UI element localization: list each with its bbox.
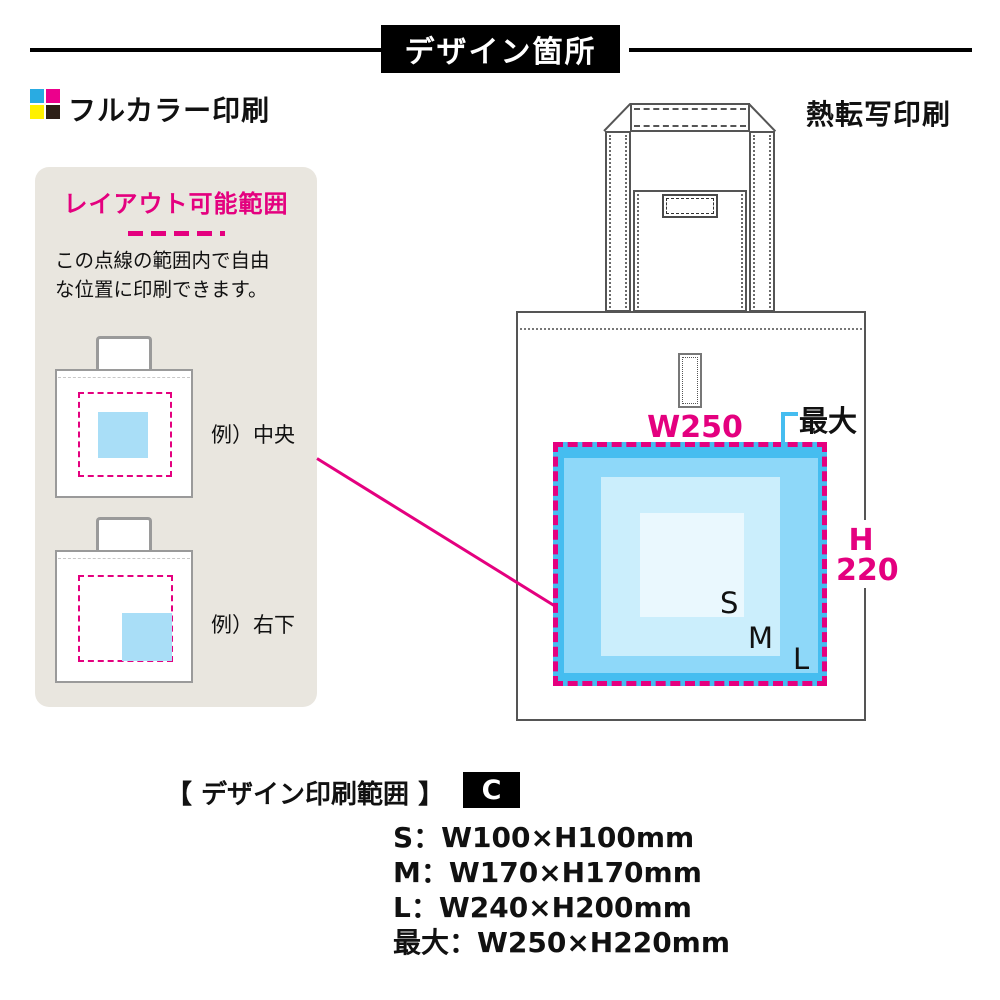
example-center-label: 例）中央: [211, 423, 295, 447]
size-l-label: L: [793, 642, 810, 676]
black-swatch-icon: [46, 105, 60, 119]
header-rule-left: [30, 48, 384, 52]
max-callout-line-vertical: [781, 412, 785, 448]
example-bag-center-hem-stitch: [58, 377, 190, 378]
example-bag-bottomright-print-area: [122, 613, 172, 661]
height-label-backing: [841, 520, 889, 588]
print-range-caption: 【 デザイン印刷範囲 】: [166, 780, 445, 810]
height-dimension-label-h: H: [848, 523, 874, 558]
example-bag-center-handle: [96, 336, 152, 370]
size-spec-l: L：W240×H200mm: [393, 891, 692, 924]
full-color-print-title: フルカラー印刷: [68, 94, 271, 127]
size-spec-s: S：W100×H100mm: [393, 821, 695, 854]
example-bag-bottomright-hem-stitch: [58, 558, 190, 559]
cmyk-color-icon: [30, 89, 60, 119]
print-zone-s-area: [640, 513, 744, 617]
header-rule-right: [629, 48, 972, 52]
size-m-label: M: [748, 621, 774, 655]
yellow-swatch-icon: [30, 105, 44, 119]
bag-right-strap: [749, 131, 775, 312]
size-spec-max: 最大：W250×H220mm: [393, 926, 731, 959]
layout-range-title: レイアウト可能範囲: [63, 190, 289, 218]
bag-label-patch: [662, 194, 718, 218]
max-label: 最大: [799, 404, 858, 438]
thermal-transfer-print-title: 熱転写印刷: [806, 98, 952, 131]
bag-handle-top-band: [630, 103, 750, 132]
size-s-label: S: [720, 586, 739, 620]
example-bottom-right-label: 例）右下: [211, 613, 295, 637]
pink-dashed-divider: [110, 231, 242, 236]
example-bag-center-print-area: [98, 412, 148, 458]
example-bag-center-print-zone: [78, 392, 172, 477]
bag-left-strap: [605, 131, 631, 312]
bag-handle-left-fold-line: [603, 102, 632, 132]
layout-range-description: この点線の範囲内で自由 な位置に印刷できます。: [55, 249, 270, 301]
example-bag-bottomright-handle: [96, 517, 152, 551]
cyan-swatch-icon: [30, 89, 44, 103]
page-title: デザイン箇所: [404, 35, 597, 70]
code-badge: C: [463, 772, 520, 808]
code-badge-letter: C: [481, 774, 502, 806]
bag-hanging-tab: [678, 353, 702, 408]
size-spec-list: S：W100×H100mm M：W170×H170mm L：W240×H200m…: [393, 820, 730, 960]
bag-hem-stitch: [520, 328, 862, 330]
bag-handle-right-fold-line: [748, 103, 777, 133]
width-dimension-label: W250: [647, 410, 743, 445]
size-spec-m: M：W170×H170mm: [393, 856, 702, 889]
page-title-banner: デザイン箇所: [381, 25, 620, 73]
example-bag-bottomright-print-zone: [78, 575, 173, 662]
magenta-swatch-icon: [46, 89, 60, 103]
max-callout-line-horizontal: [781, 412, 798, 416]
height-dimension-label-value: 220: [836, 553, 899, 588]
